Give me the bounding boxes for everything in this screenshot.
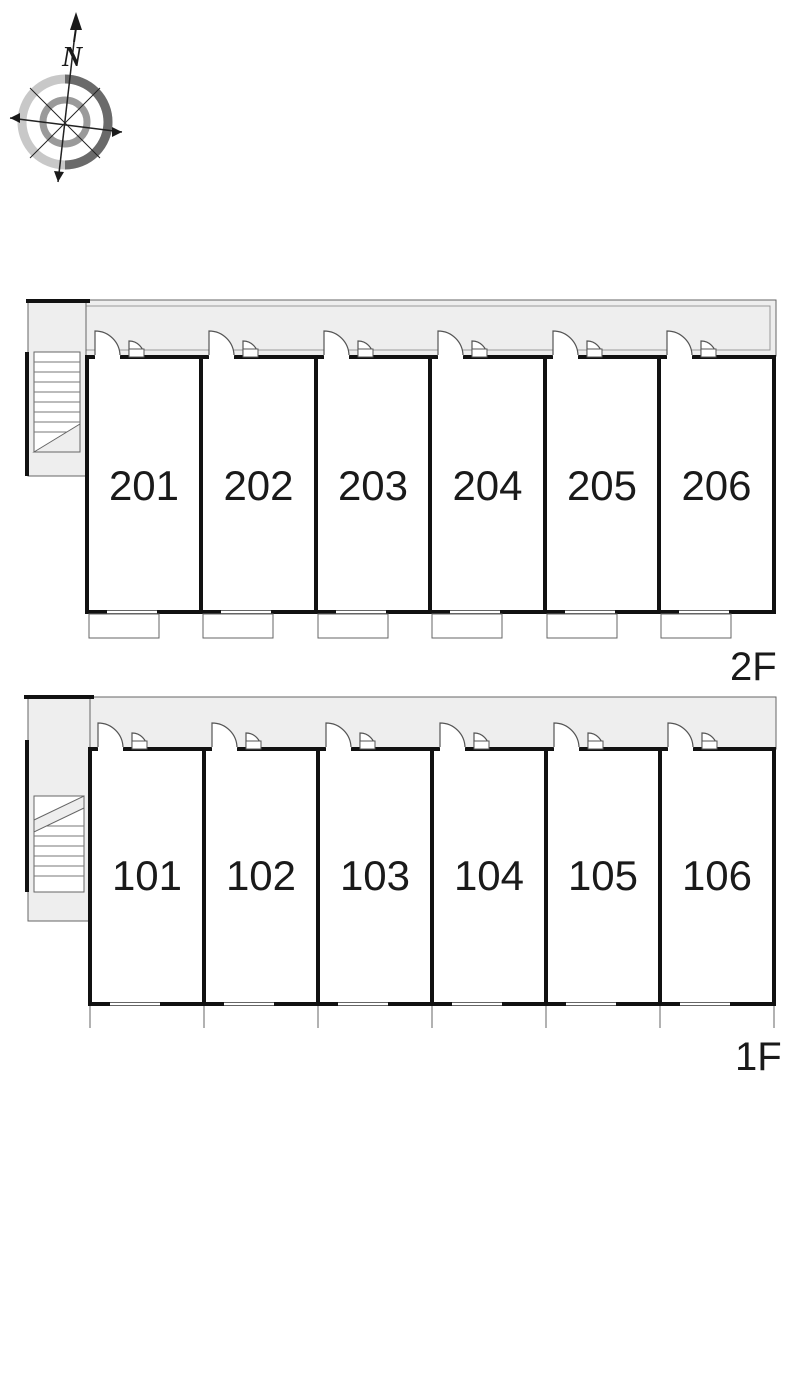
- door-icon: [211, 722, 262, 751]
- unit-number-label: 103: [340, 852, 410, 899]
- unit-206[interactable]: 206: [657, 330, 776, 639]
- door-icon: [208, 330, 259, 359]
- staircase-2f-icon: [32, 351, 81, 453]
- balcony: [202, 613, 274, 639]
- unit-202[interactable]: 202: [199, 330, 318, 639]
- unit-number-label: 204: [452, 462, 522, 509]
- unit-number-label: 206: [681, 462, 751, 509]
- door-icon: [437, 330, 488, 359]
- unit-205[interactable]: 205: [543, 330, 661, 639]
- door-icon: [666, 330, 717, 359]
- unit-number-label: 201: [109, 462, 179, 509]
- unit-number-label: 101: [112, 852, 182, 899]
- unit-101[interactable]: 101: [88, 722, 206, 1028]
- unit-103[interactable]: 103: [316, 722, 434, 1028]
- door-icon: [439, 722, 490, 751]
- unit-number-label: 205: [567, 462, 637, 509]
- unit-number-label: 102: [226, 852, 296, 899]
- balcony: [546, 613, 618, 639]
- balcony: [660, 613, 732, 639]
- door-icon: [552, 330, 603, 359]
- door-icon: [553, 722, 604, 751]
- door-icon: [97, 722, 148, 751]
- unit-201[interactable]: 201: [85, 330, 203, 639]
- unit-105[interactable]: 105: [544, 722, 662, 1028]
- floor-1f: 101 102 103 104 105 106 1F: [24, 695, 782, 1079]
- door-icon: [667, 722, 718, 751]
- balcony: [88, 613, 160, 639]
- unit-number-label: 203: [338, 462, 408, 509]
- door-icon: [94, 330, 145, 359]
- north-label: N: [61, 42, 84, 73]
- compass-rose-icon: N: [9, 12, 123, 183]
- corridor-2f: [27, 299, 777, 357]
- door-icon: [323, 330, 374, 359]
- staircase-1f-icon: [33, 795, 85, 893]
- unit-number-label: 105: [568, 852, 638, 899]
- unit-number-label: 104: [454, 852, 524, 899]
- unit-106[interactable]: 106: [658, 722, 776, 1028]
- unit-204[interactable]: 204: [428, 330, 547, 639]
- door-icon: [325, 722, 376, 751]
- floor-2f: 201 202 203 204 205 206 2F: [25, 299, 777, 689]
- unit-number-label: 106: [682, 852, 752, 899]
- unit-number-label: 202: [223, 462, 293, 509]
- corridor-1f: [27, 696, 777, 750]
- unit-203[interactable]: 203: [314, 330, 432, 639]
- unit-104[interactable]: 104: [430, 722, 548, 1028]
- floor-label-1f: 1F: [735, 1035, 782, 1079]
- unit-102[interactable]: 102: [202, 722, 320, 1028]
- floor-label-2f: 2F: [730, 645, 777, 689]
- balcony: [431, 613, 503, 639]
- balcony: [317, 613, 389, 639]
